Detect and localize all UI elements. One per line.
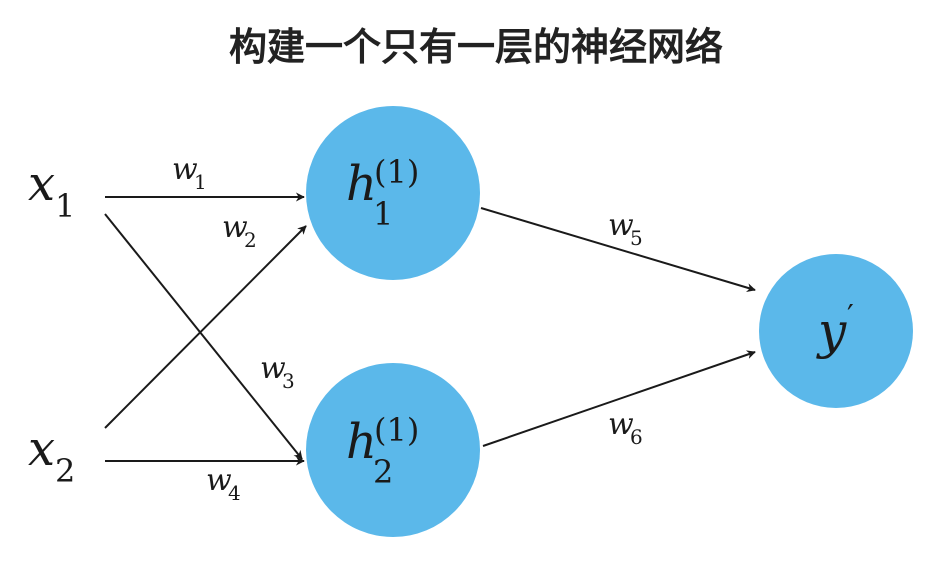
svg-text:w: w xyxy=(260,351,286,386)
svg-text:x: x xyxy=(28,156,55,212)
svg-text:x: x xyxy=(28,421,55,477)
input-label-x1: x 1 xyxy=(28,156,75,225)
svg-text:w: w xyxy=(172,152,198,187)
edge-h1-y xyxy=(480,207,756,292)
svg-text:′: ′ xyxy=(847,299,854,334)
svg-text:h: h xyxy=(346,414,377,470)
page-title: 构建一个只有一层的神经网络 xyxy=(229,25,723,69)
edge-h2-y xyxy=(482,350,756,447)
svg-text:5: 5 xyxy=(630,226,643,250)
svg-text:(1): (1) xyxy=(374,411,419,449)
hidden-label-h2: h 2 (1) xyxy=(346,411,419,491)
output-label-y-prime: y ′ xyxy=(816,299,854,360)
hidden-label-h1: h 1 (1) xyxy=(346,153,419,233)
weight-label-w3: w 3 xyxy=(260,351,295,393)
weight-label-w4: w 4 xyxy=(206,463,241,505)
edge-x1-h2 xyxy=(104,213,303,460)
svg-text:y: y xyxy=(816,302,847,360)
input-label-x2: x 2 xyxy=(28,421,75,490)
output-node xyxy=(759,254,913,408)
weight-label-w1: w 1 xyxy=(172,152,207,194)
svg-text:3: 3 xyxy=(282,369,295,393)
svg-text:1: 1 xyxy=(373,195,393,233)
weight-label-w6: w 6 xyxy=(608,407,643,449)
svg-text:4: 4 xyxy=(228,481,241,505)
hidden-node-2 xyxy=(306,363,480,537)
svg-text:w: w xyxy=(222,210,248,245)
svg-text:1: 1 xyxy=(55,187,75,225)
svg-text:h: h xyxy=(346,156,377,212)
edge-x2-h1 xyxy=(104,225,307,429)
svg-text:2: 2 xyxy=(244,228,257,252)
svg-text:w: w xyxy=(206,463,232,498)
weight-label-w2: w 2 xyxy=(222,210,257,252)
svg-text:2: 2 xyxy=(373,453,393,491)
svg-text:w: w xyxy=(608,208,634,243)
svg-text:1: 1 xyxy=(194,170,207,194)
hidden-node-1 xyxy=(306,106,480,280)
svg-text:(1): (1) xyxy=(374,153,419,191)
svg-text:w: w xyxy=(608,407,634,442)
svg-text:6: 6 xyxy=(630,425,643,449)
weight-label-w5: w 5 xyxy=(608,208,643,250)
svg-text:2: 2 xyxy=(55,452,75,490)
